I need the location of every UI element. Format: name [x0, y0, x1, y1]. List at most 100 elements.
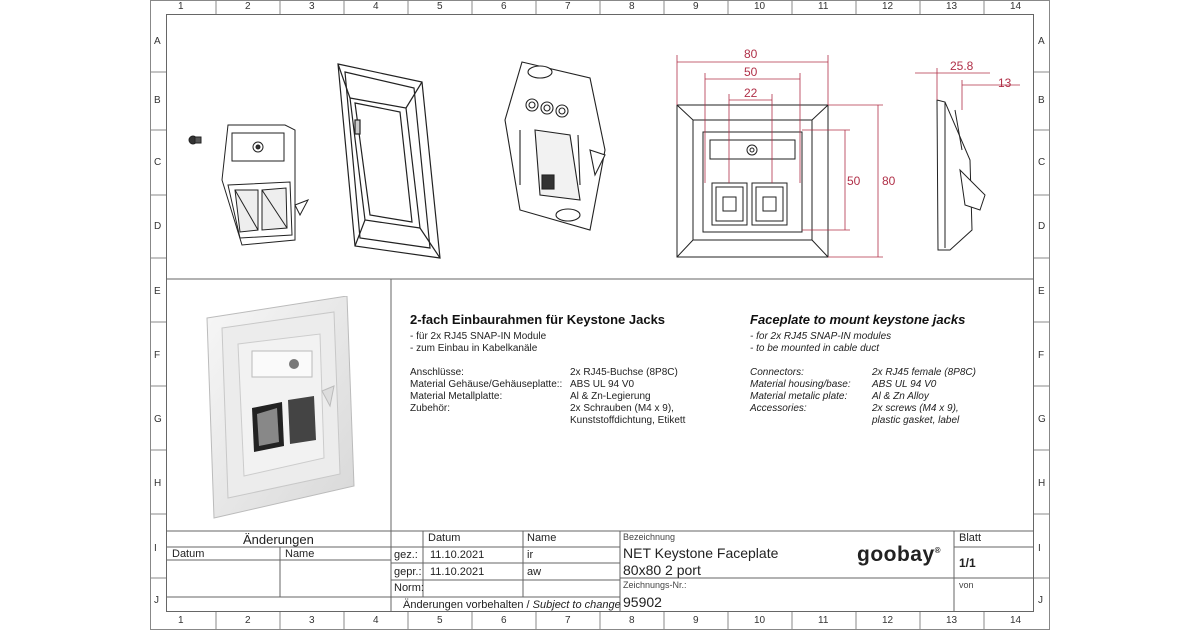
insert-drawing [221, 124, 310, 246]
zeichnungs-label: Zeichnungs-Nr.: [623, 580, 687, 590]
de-spec-label: Material Metallplatte: [410, 391, 503, 402]
row-label-right: C [1038, 157, 1046, 168]
en-spec-value: plastic gasket, label [872, 415, 960, 426]
von-label: von [959, 580, 974, 590]
en-spec-label: Material housing/base: [750, 379, 851, 390]
en-bullet: - to be mounted in cable duct [750, 343, 879, 354]
gez-label: gez.: [394, 549, 418, 561]
row-label-left: E [154, 286, 161, 297]
dim-label-80-height: 80 [882, 174, 896, 188]
gepr-name: aw [527, 566, 542, 578]
de-bullet: - zum Einbau in Kabelkanäle [410, 343, 538, 354]
row-label-right: H [1038, 478, 1046, 489]
goobay-logo: goobay® [857, 543, 941, 567]
col-label-top: 1 [178, 1, 184, 12]
col-label-bottom: 2 [245, 615, 251, 626]
col-label-bottom: 10 [754, 615, 766, 626]
row-label-left: H [154, 478, 162, 489]
metal-plate-drawing [504, 61, 606, 231]
de-spec-value: 2x RJ45-Buchse (8P8C) [570, 367, 678, 378]
row-label-right: F [1038, 350, 1045, 361]
col-label-top: 3 [309, 1, 315, 12]
de-spec-label: Anschlüsse: [410, 367, 464, 378]
col-label-top: 5 [437, 1, 443, 12]
col-label-top: 13 [946, 1, 958, 12]
row-label-left: C [154, 157, 162, 168]
col-label-top: 2 [245, 1, 251, 12]
en-spec-value: 2x screws (M4 x 9), [872, 403, 959, 414]
col-label-bottom: 8 [629, 615, 635, 626]
drawing-number: 95902 [623, 594, 662, 610]
front-view [676, 104, 829, 258]
blatt-value: 1/1 [959, 556, 976, 570]
title-block-lines [166, 530, 1034, 612]
row-label-right: E [1038, 286, 1045, 297]
dim-label-22-width: 22 [744, 86, 758, 100]
en-spec-value: ABS UL 94 V0 [872, 379, 937, 390]
product-name-line2: 80x80 2 port [623, 562, 701, 578]
de-spec-label: Material Gehäuse/Gehäuseplatte:: [410, 379, 563, 390]
gepr-date: 11.10.2021 [430, 566, 485, 578]
row-label-right: I [1038, 543, 1041, 554]
row-label-right: D [1038, 221, 1046, 232]
en-spec-label: Accessories: [750, 403, 807, 414]
col-label-top: 7 [565, 1, 571, 12]
col-label-bottom: 5 [437, 615, 443, 626]
norm-label: Norm: [394, 582, 424, 594]
disclaimer-en: Subject to change [532, 599, 621, 611]
dim-label-50-height: 50 [847, 174, 861, 188]
col-label-bottom: 4 [373, 615, 379, 626]
col-label-top: 12 [882, 1, 894, 12]
de-spec-value: 2x Schrauben (M4 x 9), [570, 403, 674, 414]
side-dimension-lines [915, 68, 1020, 110]
de-spec-label: Zubehör: [410, 403, 451, 414]
changes-col-datum: Datum [172, 548, 205, 560]
row-label-right: B [1038, 95, 1045, 106]
gepr-label: gepr.: [394, 566, 422, 578]
name-header: Name [527, 532, 557, 544]
col-label-top: 8 [629, 1, 635, 12]
col-label-bottom: 7 [565, 615, 571, 626]
row-label-left: D [154, 221, 162, 232]
logo-registered-mark: ® [934, 546, 942, 555]
row-label-right: A [1038, 36, 1045, 47]
drawing-sheet: 1 2 3 4 5 6 7 8 9 10 11 12 13 14 1 2 3 4… [150, 0, 1050, 630]
row-label-left: F [154, 350, 161, 361]
frame-drawing [337, 63, 441, 259]
col-label-top: 10 [754, 1, 766, 12]
changes-header: Änderungen [243, 532, 314, 547]
col-label-bottom: 3 [309, 615, 315, 626]
datum-header: Datum [428, 532, 461, 544]
blatt-label: Blatt [959, 532, 982, 544]
col-label-top: 6 [501, 1, 507, 12]
col-label-top: 4 [373, 1, 379, 12]
changes-col-name: Name [285, 548, 315, 560]
side-view [936, 99, 986, 251]
col-label-bottom: 11 [818, 615, 829, 626]
dim-label-25-8: 25.8 [950, 59, 974, 73]
en-spec-label: Connectors: [750, 367, 804, 378]
de-spec-value: Al & Zn-Legierung [570, 391, 651, 402]
disclaimer: Änderungen vorbehalten / Subject to chan… [403, 599, 621, 611]
col-label-bottom: 12 [882, 615, 894, 626]
col-label-bottom: 6 [501, 615, 507, 626]
gez-name: ir [527, 549, 534, 561]
de-title: 2-fach Einbaurahmen für Keystone Jacks [410, 312, 666, 327]
col-label-bottom: 14 [1010, 615, 1022, 626]
product-name-line1: NET Keystone Faceplate [623, 545, 779, 561]
row-label-left: B [154, 95, 161, 106]
disclaimer-de: Änderungen vorbehalten / [403, 599, 530, 611]
row-label-left: A [154, 36, 161, 47]
logo-text: goobay [857, 543, 935, 566]
de-bullet: - für 2x RJ45 SNAP-IN Module [410, 331, 547, 342]
row-label-left: G [154, 414, 162, 425]
dim-label-80-width: 80 [744, 47, 758, 61]
en-title: Faceplate to mount keystone jacks [750, 312, 966, 327]
en-spec-value: 2x RJ45 female (8P8C) [872, 367, 976, 378]
col-label-top: 11 [818, 1, 829, 12]
de-spec-value: ABS UL 94 V0 [570, 379, 635, 390]
column-ticks [215, 0, 985, 630]
en-spec-label: Material metalic plate: [750, 391, 848, 402]
col-label-top: 9 [693, 1, 699, 12]
gez-date: 11.10.2021 [430, 549, 485, 561]
